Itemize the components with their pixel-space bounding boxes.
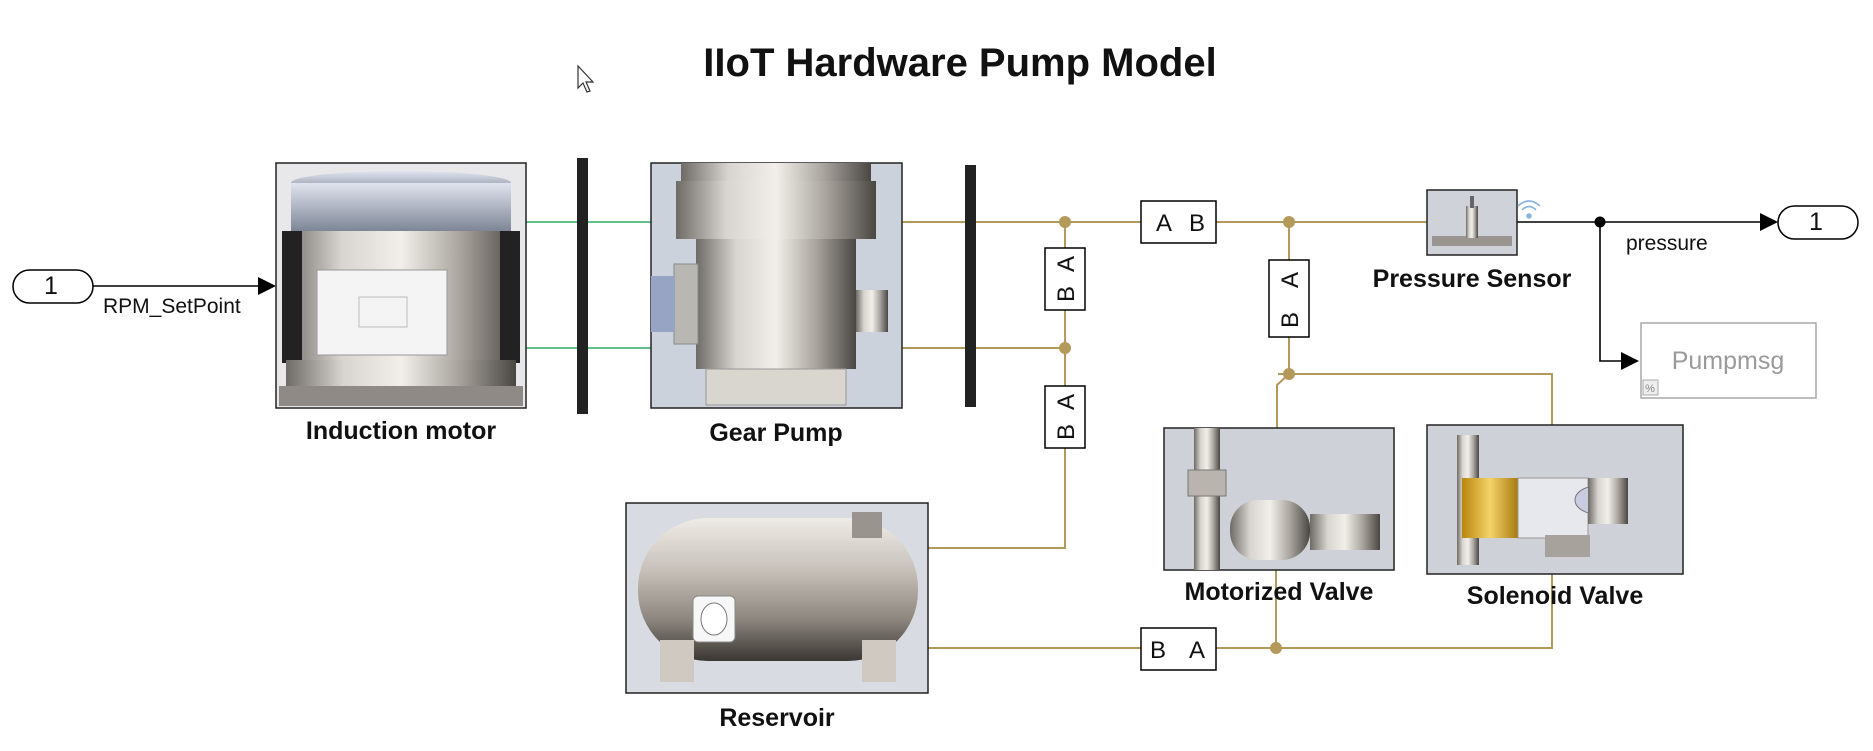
port-block-vertical-2[interactable]: A B [1044, 385, 1086, 449]
svg-text:B: B [1053, 286, 1080, 302]
junction-dots [1059, 216, 1295, 654]
gear-pump-block[interactable] [650, 162, 903, 409]
outport-signal-label: pressure [1626, 232, 1708, 255]
gear-pump-label: Gear Pump [709, 419, 842, 447]
reservoir-label: Reservoir [719, 704, 835, 732]
induction-motor-label: Induction motor [306, 417, 497, 445]
port-block-vertical-3[interactable]: A B [1268, 259, 1310, 338]
inport-block[interactable]: 1 [12, 269, 94, 304]
port-block-horizontal-ab[interactable]: A B [1140, 200, 1217, 244]
motorized-valve-label: Motorized Valve [1185, 578, 1374, 606]
svg-text:B: B [1189, 210, 1205, 237]
solenoid-valve-label: Solenoid Valve [1467, 582, 1644, 610]
svg-text:B: B [1150, 637, 1166, 664]
mouse-cursor-icon [577, 64, 595, 93]
inport-number: 1 [44, 272, 58, 300]
port-block-horizontal-ba[interactable]: B A [1140, 627, 1217, 671]
pumpmsg-label: Pumpmsg [1672, 347, 1785, 375]
pressure-sensor-label: Pressure Sensor [1373, 265, 1572, 293]
svg-text:A: A [1156, 210, 1172, 237]
wireless-signal-icon [1517, 200, 1541, 219]
solenoid-valve-block[interactable] [1426, 424, 1684, 575]
outport-number: 1 [1809, 208, 1823, 236]
signal-branch-dot [1594, 216, 1606, 228]
pressure-sensor-block[interactable] [1426, 189, 1518, 256]
svg-text:B: B [1053, 424, 1080, 440]
port-block-vertical-1[interactable]: A B [1044, 247, 1086, 311]
svg-text:A: A [1189, 637, 1205, 664]
pumpmsg-block[interactable]: Pumpmsg % [1640, 322, 1817, 399]
model-title: IIoT Hardware Pump Model [703, 41, 1216, 85]
svg-text:B: B [1277, 312, 1304, 328]
pumpmsg-badge: % [1645, 383, 1655, 395]
svg-text:A: A [1277, 272, 1304, 288]
svg-text:A: A [1053, 394, 1080, 410]
signal-lines[interactable] [93, 213, 1778, 370]
motorized-valve-block[interactable] [1163, 427, 1395, 571]
svg-text:A: A [1053, 256, 1080, 272]
shaft-connector-left[interactable] [577, 158, 588, 414]
shaft-connector-right[interactable] [965, 165, 976, 407]
induction-motor-block[interactable] [275, 162, 527, 409]
reservoir-block[interactable] [625, 502, 929, 694]
outport-block[interactable]: 1 [1777, 205, 1859, 240]
inport-signal-label: RPM_SetPoint [103, 295, 241, 318]
